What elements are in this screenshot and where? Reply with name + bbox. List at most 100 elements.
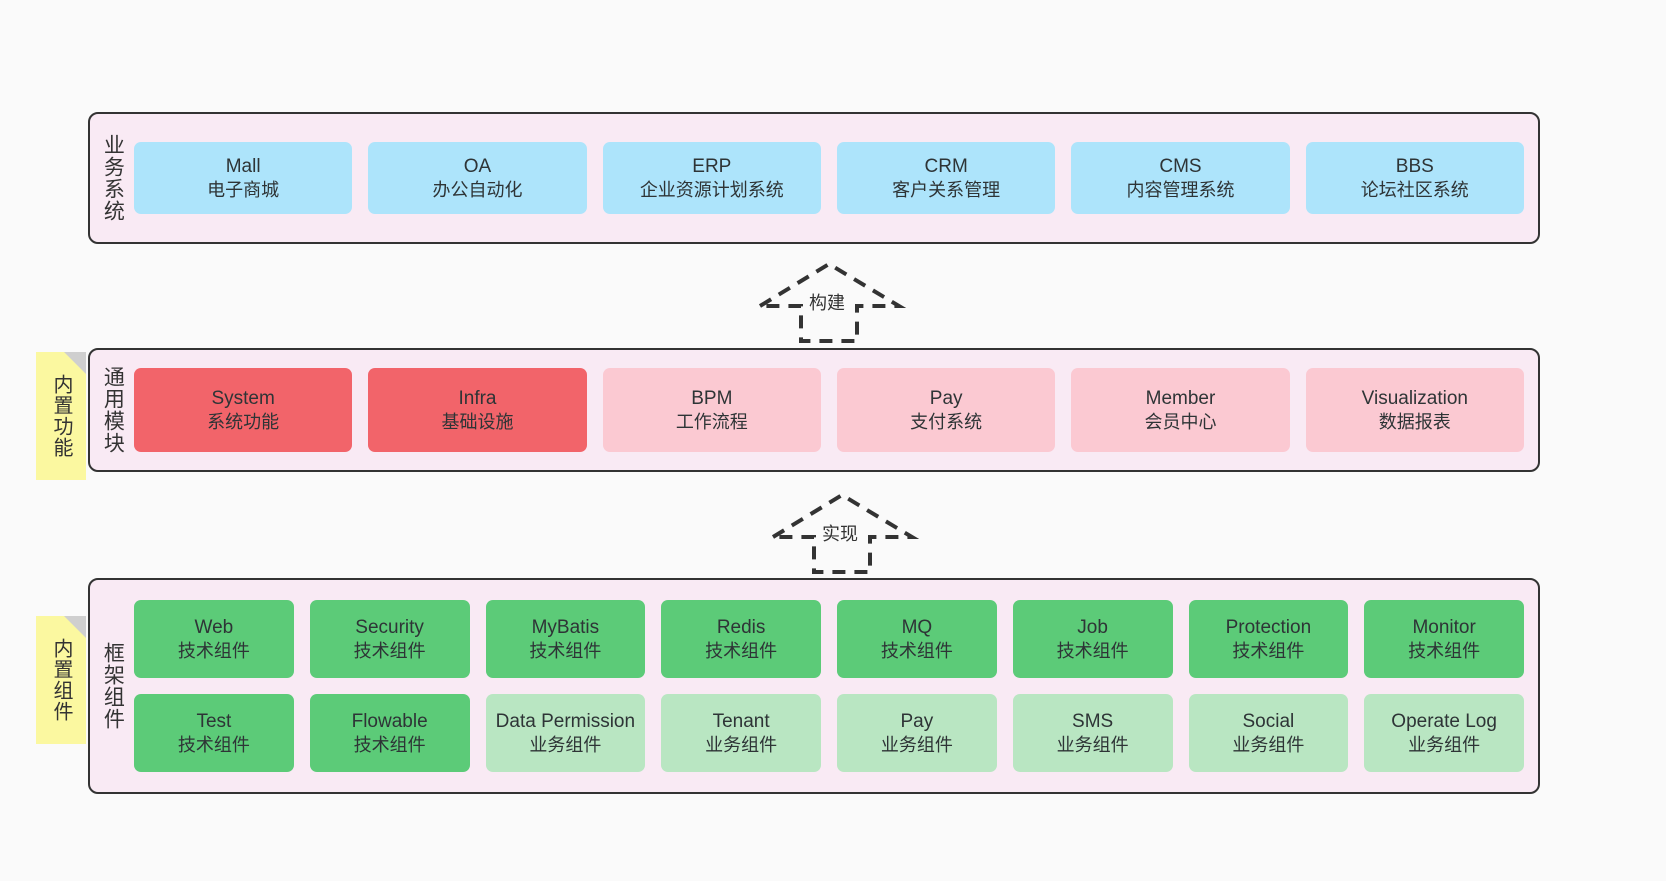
- connector-build-label: 构建: [809, 293, 845, 313]
- card-subtitle: 支付系统: [910, 411, 983, 432]
- implement-arrow-icon: [765, 492, 920, 574]
- row-technical-components: Web 技术组件 Security 技术组件 MyBatis 技术组件 Redi…: [134, 600, 1524, 678]
- card-test[interactable]: Test 技术组件: [134, 694, 294, 772]
- card-subtitle: 技术组件: [1232, 640, 1305, 661]
- card-subtitle: 系统功能: [207, 411, 280, 432]
- sticky-note-label: 内置功能: [50, 374, 72, 458]
- layer-caption-common-modules: 通用模块: [101, 366, 125, 454]
- card-title: OA: [463, 155, 492, 177]
- card-subtitle: 工作流程: [675, 411, 748, 432]
- card-subtitle: 技术组件: [1056, 640, 1129, 661]
- card-subtitle: 业务组件: [1408, 734, 1481, 755]
- card-title: ERP: [692, 155, 732, 177]
- sticky-fold-corner: [64, 352, 86, 374]
- card-mq[interactable]: MQ 技术组件: [837, 600, 997, 678]
- card-title: MQ: [901, 616, 933, 638]
- card-title: BPM: [691, 387, 733, 409]
- card-title: Redis: [716, 616, 766, 638]
- card-title: Pay: [929, 387, 963, 409]
- card-mybatis[interactable]: MyBatis 技术组件: [485, 600, 646, 678]
- card-subtitle: 办公自动化: [432, 179, 523, 200]
- card-data-permission[interactable]: Data Permission 业务组件: [485, 694, 646, 772]
- card-subtitle: 技术组件: [705, 640, 778, 661]
- card-subtitle: 业务组件: [1056, 734, 1129, 755]
- card-title: Monitor: [1412, 616, 1476, 638]
- layer-common-modules: 通用模块 System 系统功能 Infra 基础设施 BPM 工作流程 Pay…: [88, 348, 1540, 472]
- card-erp[interactable]: ERP 企业资源计划系统: [602, 142, 821, 214]
- card-subtitle: 论坛社区系统: [1360, 179, 1469, 200]
- card-subtitle: 客户关系管理: [892, 179, 1001, 200]
- sticky-fold-corner: [64, 616, 86, 638]
- card-bbs[interactable]: BBS 论坛社区系统: [1305, 142, 1524, 214]
- card-subtitle: 技术组件: [177, 640, 250, 661]
- card-pay-module[interactable]: Pay 支付系统: [836, 368, 1056, 452]
- card-redis[interactable]: Redis 技术组件: [661, 600, 821, 678]
- card-subtitle: 业务组件: [880, 734, 953, 755]
- card-crm[interactable]: CRM 客户关系管理: [836, 142, 1056, 214]
- card-subtitle: 数据报表: [1378, 411, 1451, 432]
- card-subtitle: 技术组件: [1408, 640, 1481, 661]
- sticky-note-builtin-components: 内置组件: [36, 616, 86, 744]
- card-pay-component[interactable]: Pay 业务组件: [837, 694, 997, 772]
- card-title: Flowable: [351, 710, 428, 732]
- card-operate-log[interactable]: Operate Log 业务组件: [1364, 694, 1524, 772]
- card-job[interactable]: Job 技术组件: [1012, 600, 1173, 678]
- card-title: Operate Log: [1391, 710, 1497, 732]
- card-system[interactable]: System 系统功能: [134, 368, 353, 452]
- card-cms[interactable]: CMS 内容管理系统: [1071, 142, 1290, 214]
- card-title: Mall: [225, 155, 261, 177]
- layer-body-common-modules: System 系统功能 Infra 基础设施 BPM 工作流程 Pay 支付系统…: [134, 350, 1538, 470]
- card-security[interactable]: Security 技术组件: [309, 600, 470, 678]
- layer-business-system: 业务系统 Mall 电子商城 OA 办公自动化 ERP 企业资源计划系统 CRM…: [88, 112, 1540, 244]
- card-social[interactable]: Social 业务组件: [1188, 694, 1349, 772]
- card-title: Test: [196, 710, 232, 732]
- card-sms[interactable]: SMS 业务组件: [1012, 694, 1173, 772]
- card-member[interactable]: Member 会员中心: [1071, 368, 1290, 452]
- layer-caption-framework-components: 框架组件: [101, 642, 125, 730]
- card-subtitle: 业务组件: [1232, 734, 1305, 755]
- layer-caption-business-system: 业务系统: [101, 134, 125, 222]
- card-subtitle: 基础设施: [441, 411, 514, 432]
- build-arrow-icon: [752, 261, 907, 343]
- card-mall[interactable]: Mall 电子商城: [134, 142, 353, 214]
- card-title: Web: [194, 616, 234, 638]
- card-title: Data Permission: [495, 710, 636, 732]
- connector-implement: 实现: [765, 489, 920, 575]
- card-subtitle: 技术组件: [880, 640, 953, 661]
- card-web[interactable]: Web 技术组件: [134, 600, 294, 678]
- card-protection[interactable]: Protection 技术组件: [1188, 600, 1349, 678]
- card-subtitle: 技术组件: [353, 734, 426, 755]
- connector-build: 构建: [752, 258, 907, 344]
- card-title: Security: [355, 616, 424, 638]
- card-title: Visualization: [1361, 387, 1468, 409]
- card-title: CRM: [924, 155, 968, 177]
- card-title: BBS: [1395, 155, 1434, 177]
- card-subtitle: 内容管理系统: [1126, 179, 1235, 200]
- layer-body-framework-components: Web 技术组件 Security 技术组件 MyBatis 技术组件 Redi…: [134, 580, 1538, 792]
- card-title: System: [211, 387, 275, 409]
- card-subtitle: 技术组件: [177, 734, 250, 755]
- card-title: Infra: [458, 387, 497, 409]
- card-flowable[interactable]: Flowable 技术组件: [309, 694, 470, 772]
- card-title: SMS: [1072, 710, 1114, 732]
- card-subtitle: 业务组件: [529, 734, 602, 755]
- card-title: MyBatis: [531, 616, 600, 638]
- card-title: Social: [1242, 710, 1295, 732]
- card-bpm[interactable]: BPM 工作流程: [602, 368, 821, 452]
- card-infra[interactable]: Infra 基础设施: [368, 368, 587, 452]
- card-visualization[interactable]: Visualization 数据报表: [1305, 368, 1524, 452]
- card-subtitle: 电子商城: [207, 179, 280, 200]
- row-business-systems: Mall 电子商城 OA 办公自动化 ERP 企业资源计划系统 CRM 客户关系…: [134, 142, 1524, 214]
- card-monitor[interactable]: Monitor 技术组件: [1364, 600, 1524, 678]
- card-subtitle: 会员中心: [1144, 411, 1217, 432]
- card-title: Job: [1077, 616, 1108, 638]
- card-tenant[interactable]: Tenant 业务组件: [661, 694, 821, 772]
- card-subtitle: 业务组件: [705, 734, 778, 755]
- row-business-components: Test 技术组件 Flowable 技术组件 Data Permission …: [134, 694, 1524, 772]
- card-subtitle: 企业资源计划系统: [639, 179, 784, 200]
- card-title: CMS: [1159, 155, 1202, 177]
- card-subtitle: 技术组件: [353, 640, 426, 661]
- layer-body-business-system: Mall 电子商城 OA 办公自动化 ERP 企业资源计划系统 CRM 客户关系…: [134, 114, 1538, 242]
- card-oa[interactable]: OA 办公自动化: [368, 142, 587, 214]
- layer-framework-components: 框架组件 Web 技术组件 Security 技术组件 MyBatis 技术组件…: [88, 578, 1540, 794]
